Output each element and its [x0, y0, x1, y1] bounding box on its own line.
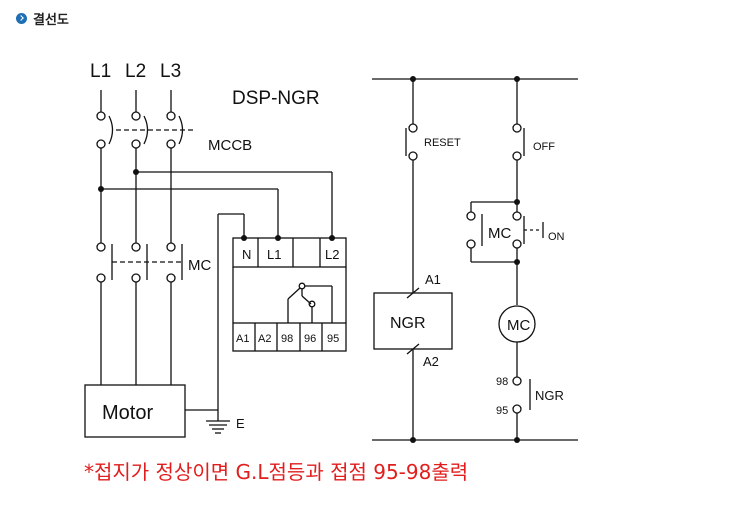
reset-label: RESET	[424, 137, 461, 149]
ngr-box-label: NGR	[390, 315, 426, 332]
junction-dots	[98, 76, 520, 443]
phase-label-l2: L2	[125, 61, 146, 82]
contactor-label: MC	[188, 257, 211, 274]
device-name: DSP-NGR	[232, 88, 320, 109]
relay-terminal-l2: L2	[325, 247, 339, 262]
grounding-note: *접지가 정상이면 G.L점등과 접점 95-98출력	[84, 460, 469, 484]
relay-terminal-98: 98	[281, 333, 293, 345]
ground-label: E	[236, 416, 245, 431]
relay-terminal-95: 95	[327, 333, 339, 345]
output-contact-label: NGR	[535, 388, 564, 403]
aux-contact-label: MC	[488, 225, 511, 242]
section-header: 결선도	[16, 9, 69, 28]
phase-label-l1: L1	[90, 61, 111, 82]
relay-terminal-a1: A1	[236, 333, 249, 345]
motor-label: Motor	[102, 402, 153, 424]
breaker-label: MCCB	[208, 137, 252, 154]
relay-terminal-n: N	[242, 247, 251, 262]
output-terminal-95: 95	[496, 405, 508, 417]
relay-terminal-l1: L1	[267, 247, 281, 262]
ngr-a2-label: A2	[423, 354, 439, 369]
ngr-a1-label: A1	[425, 272, 441, 287]
chevron-right-icon	[16, 12, 27, 24]
coil-label: MC	[507, 317, 530, 334]
section-title: 결선도	[33, 12, 69, 28]
on-label: ON	[548, 231, 565, 243]
phase-label-l3: L3	[160, 61, 181, 82]
output-terminal-98: 98	[496, 376, 508, 388]
off-label: OFF	[533, 141, 555, 153]
relay-terminal-a2: A2	[258, 333, 271, 345]
wiring-lines	[84, 78, 578, 441]
relay-terminal-96: 96	[304, 333, 316, 345]
